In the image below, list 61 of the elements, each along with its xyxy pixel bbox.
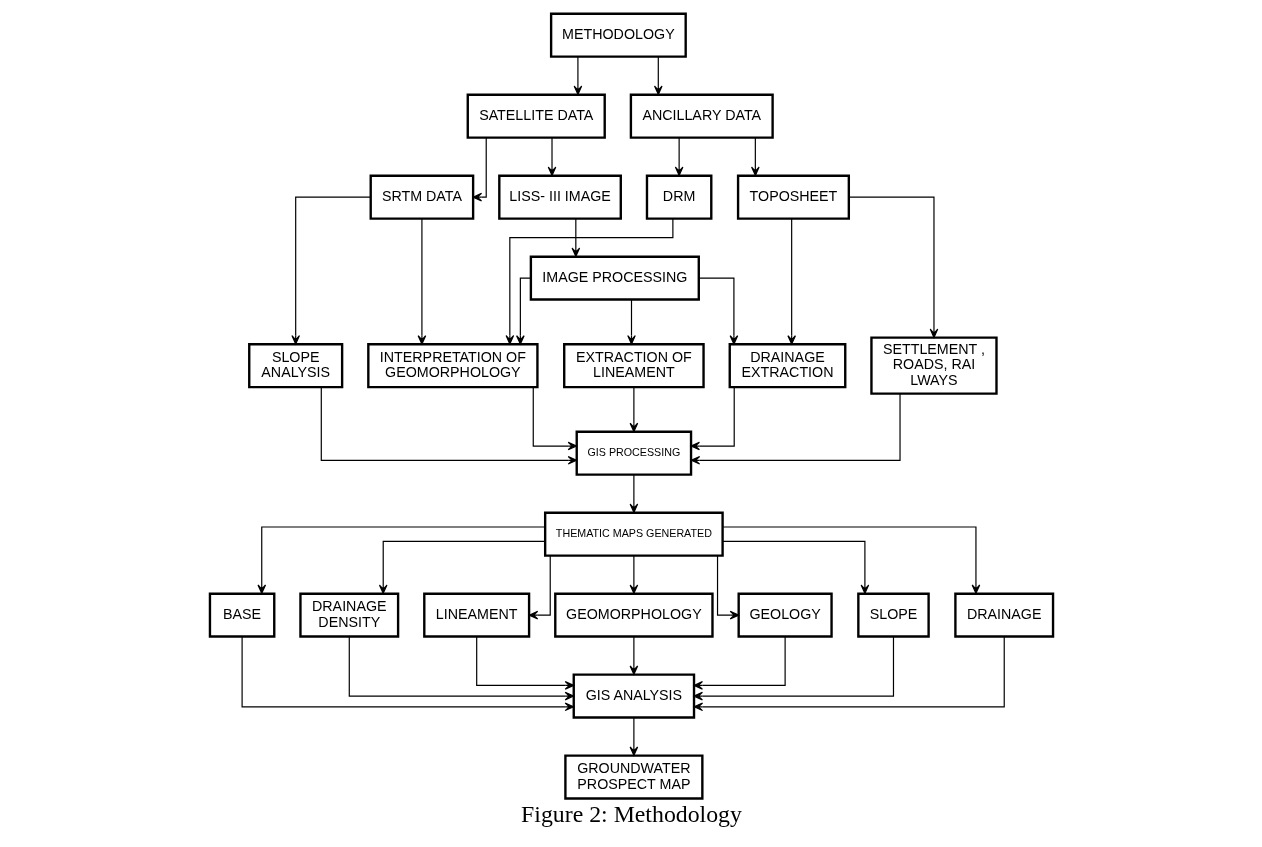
arrow	[626, 298, 636, 345]
node-box: THEMATIC MAPS GENERATED	[543, 511, 724, 557]
arrow	[348, 635, 574, 700]
node-box: EXTRACTION OF LINEAMENT	[562, 342, 705, 388]
arrow	[697, 277, 738, 345]
node-box: GEOMORPHOLOGY	[553, 592, 714, 638]
node-box: GEOLOGY	[736, 592, 833, 638]
arrow	[571, 217, 580, 257]
arrow	[674, 136, 683, 176]
arrow	[573, 55, 582, 95]
node-box: LISS- III IMAGE	[497, 174, 622, 220]
arrow	[528, 554, 551, 619]
arrow	[629, 716, 638, 756]
node-box: DRAINAGE EXTRACTION	[728, 342, 846, 388]
node-box: SETTLEMENT , ROADS, RAI LWAYS	[869, 336, 998, 395]
node-box: DRAINAGE DENSITY	[298, 592, 399, 638]
arrow	[290, 196, 371, 345]
arrow	[629, 635, 638, 675]
arrow	[693, 635, 1005, 711]
node-box: DRM	[645, 174, 712, 220]
arrow	[629, 554, 638, 594]
arrow	[241, 635, 574, 711]
arrow	[693, 635, 786, 690]
arrow	[690, 386, 735, 450]
arrow	[547, 136, 556, 176]
arrow	[417, 217, 426, 345]
node-box: BASE	[208, 592, 275, 638]
arrow	[629, 473, 638, 513]
node-box: METHODOLOGY	[549, 12, 687, 58]
node-box: SRTM DATA	[369, 174, 474, 220]
arrow	[256, 525, 545, 594]
node-box: GROUNDWATER PROSPECT MAP	[563, 753, 704, 800]
node-box: IMAGE PROCESSING	[529, 255, 700, 301]
arrow	[721, 525, 980, 594]
arrow	[320, 386, 577, 465]
arrow	[505, 217, 673, 345]
arrow	[378, 540, 546, 594]
node-box: TOPOSHEET	[736, 174, 850, 220]
arrow	[629, 386, 638, 432]
node-box: INTERPRETATION OF GEOMORPHOLOGY	[366, 342, 539, 388]
arrow	[847, 196, 938, 338]
arrow	[693, 635, 894, 700]
arrow	[475, 635, 574, 690]
node-box: DRAINAGE	[953, 592, 1054, 638]
arrow	[515, 277, 531, 345]
node-box: SLOPE ANALYSIS	[247, 342, 343, 388]
node-box: GIS PROCESSING	[575, 430, 692, 476]
node-box: GIS ANALYSIS	[572, 672, 695, 719]
arrow	[472, 136, 487, 201]
node-box: ANCILLARY DATA	[629, 93, 774, 139]
node-box: SLOPE	[856, 592, 930, 638]
arrow	[750, 136, 760, 176]
arrow	[690, 392, 901, 465]
arrow	[716, 554, 739, 619]
node-box: LINEAMENT	[422, 592, 530, 638]
arrow	[786, 217, 796, 345]
caption: Figure 2: Methodology	[520, 800, 742, 827]
arrow	[653, 55, 663, 95]
arrow	[721, 540, 869, 594]
node-box: SATELLITE DATA	[466, 93, 606, 139]
arrow	[532, 386, 577, 450]
